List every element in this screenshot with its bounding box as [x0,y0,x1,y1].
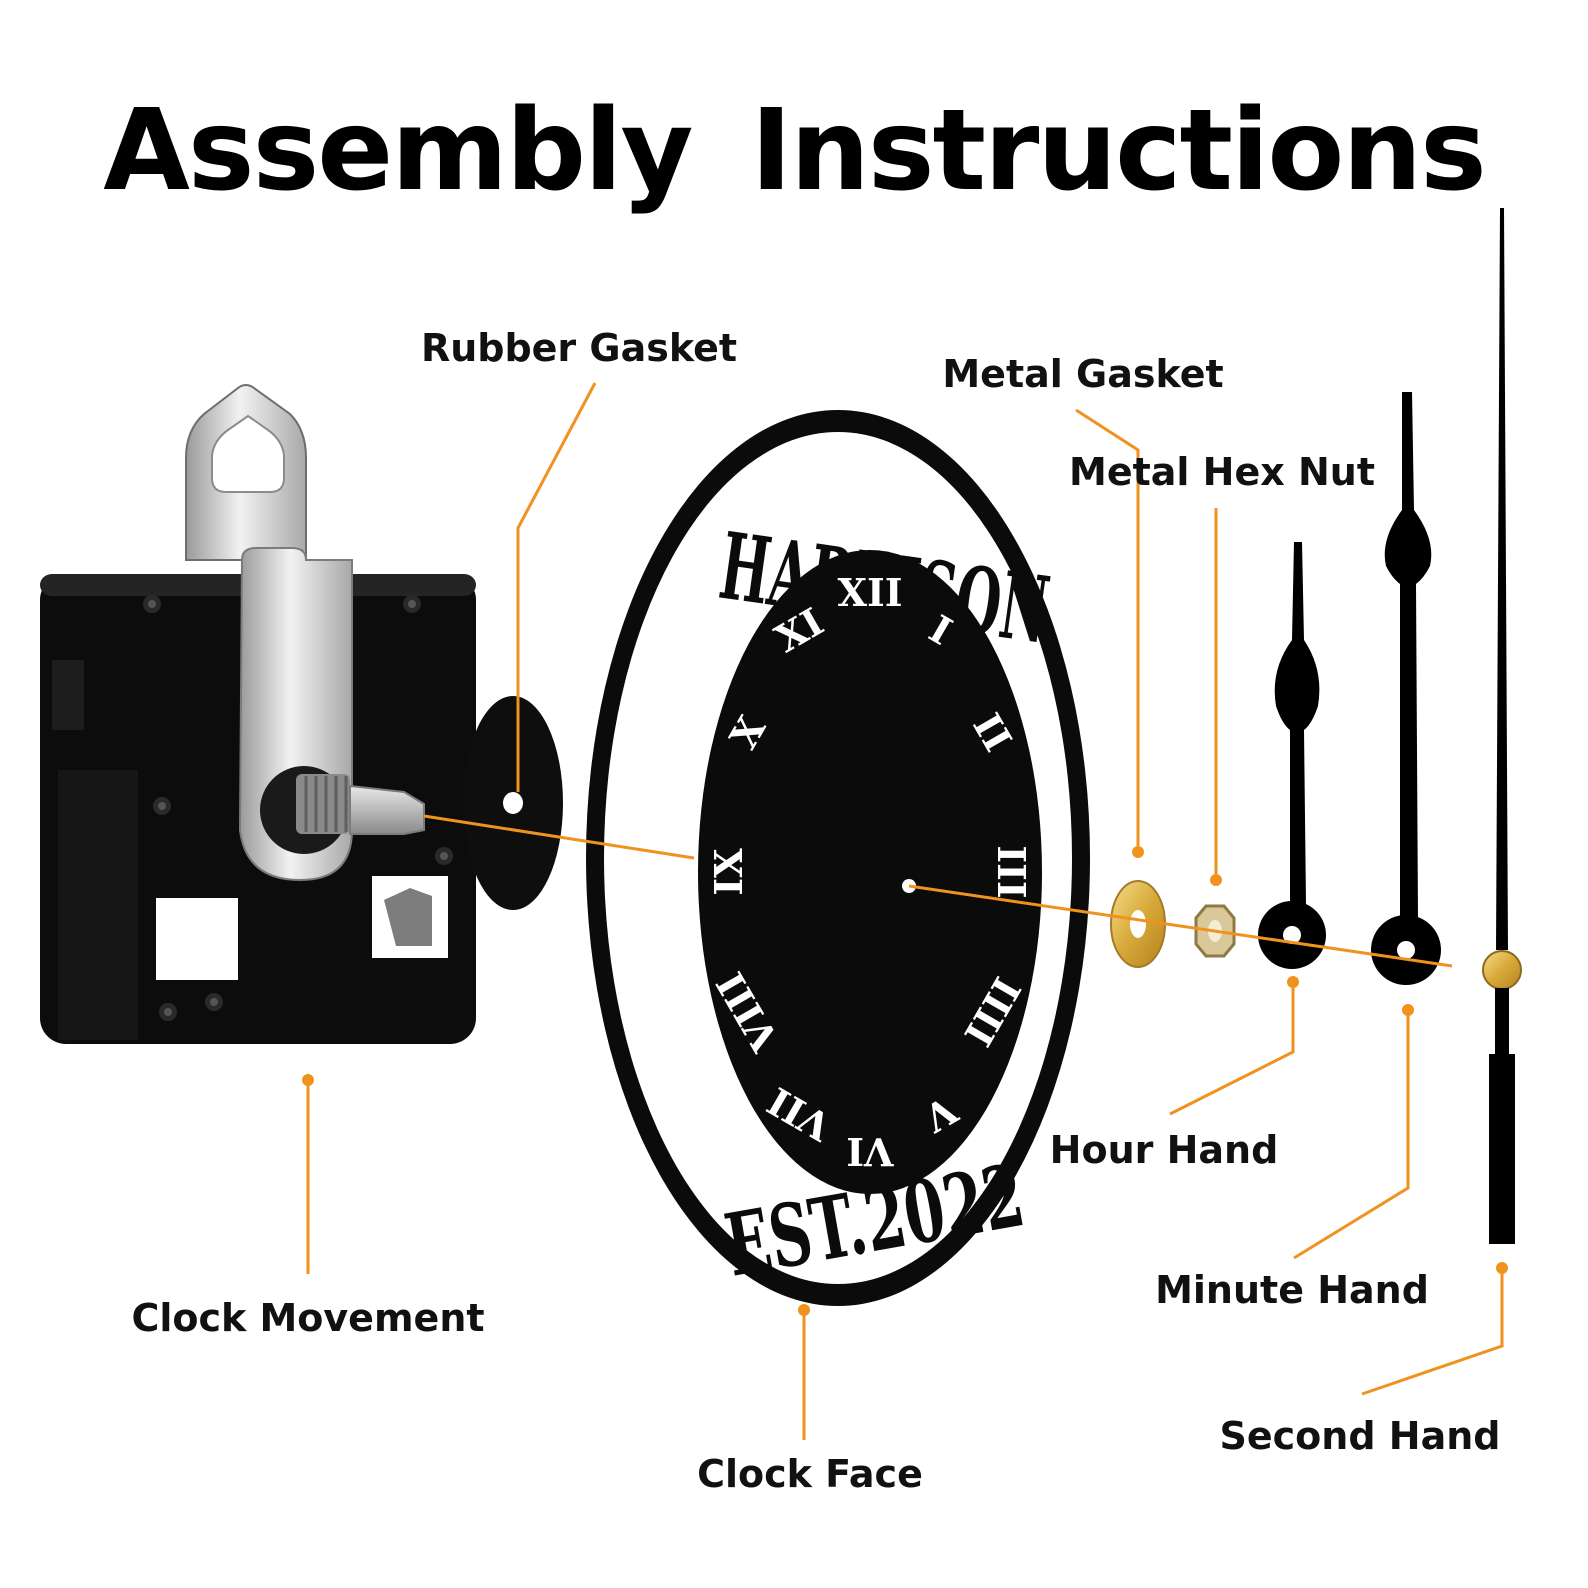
clock-face: HARRISON EST.2022 XIIIIIIIIIIIIVVIVIIVII… [586,410,1090,1306]
second-hand [1482,208,1522,1244]
label-second-hand: Second Hand [1219,1414,1501,1458]
leader-minute-hand [1293,1010,1410,1260]
numeral-xii: XII [837,570,902,615]
leader-lines [306,382,1504,1440]
label-metal-hex-nut: Metal Hex Nut [1069,450,1375,494]
minute-hand [1371,392,1441,985]
numeral-vi: VI [846,1129,894,1174]
label-metal-gasket: Metal Gasket [942,352,1224,396]
hour-hand [1258,542,1326,969]
label-clock-face: Clock Face [697,1452,923,1496]
label-minute-hand: Minute Hand [1155,1268,1429,1312]
numeral-ix: IX [706,848,751,896]
leader-dots [302,846,1508,1316]
rubber-gasket [463,696,563,910]
leader-second-hand [1361,1268,1504,1396]
leader-hour-hand [1169,983,1295,1116]
label-clock-movement: Clock Movement [131,1296,485,1340]
leader-metal-gasket [1075,408,1140,846]
numeral-iii: III [989,845,1034,898]
assembly-axis [423,814,1453,968]
page-title: Assembly Instructions [103,86,1486,216]
clock-movement [40,384,476,1044]
leader-rubber-gasket [516,382,597,792]
label-hour-hand: Hour Hand [1049,1128,1279,1172]
metal-gasket [1110,880,1166,968]
label-rubber-gasket: Rubber Gasket [420,326,738,370]
